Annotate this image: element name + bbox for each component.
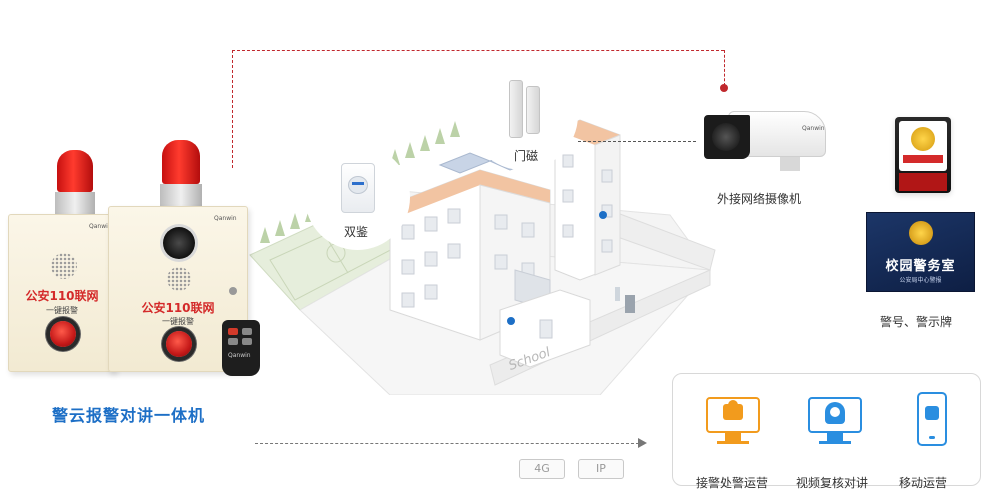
left-alarm-button[interactable] bbox=[50, 321, 76, 347]
door-magnet-bubble bbox=[468, 60, 578, 170]
connector-top-horizontal bbox=[232, 50, 724, 51]
police-office-plate: 校园警务室 公安局中心警报 bbox=[866, 212, 975, 292]
signage-caption: 警号、警示牌 bbox=[880, 315, 953, 329]
dual-sensor-icon bbox=[341, 163, 375, 213]
services-panel: 接警处警运营 视频复核对讲 移动运营 bbox=[672, 373, 981, 490]
service-label: 接警处警运营 bbox=[696, 476, 769, 490]
left-alarm-device: Qanwin 公安110联网 一键报警 bbox=[8, 214, 116, 372]
service-label: 移动运营 bbox=[899, 476, 948, 490]
connector-camera-vertical bbox=[724, 50, 725, 86]
camera-label: 外接网络摄像机 bbox=[717, 192, 802, 206]
connector-magnet-camera bbox=[578, 141, 696, 142]
police-alarm-sign-icon bbox=[895, 117, 951, 193]
left-device-title: 公安110联网 bbox=[25, 289, 99, 303]
police-emblem-icon bbox=[909, 221, 933, 245]
door-magnet-icon bbox=[509, 80, 541, 138]
right-alarm-button[interactable] bbox=[166, 331, 192, 357]
dual-sensor-label: 双鉴 bbox=[344, 225, 369, 239]
campus-illustration bbox=[249, 119, 716, 395]
key-lock-icon bbox=[229, 287, 237, 295]
right-device-title: 公安110联网 bbox=[141, 301, 215, 315]
arrow-head-icon bbox=[638, 438, 647, 448]
camera-brand: Qanwin bbox=[802, 125, 825, 132]
device-caption: 警云报警对讲一体机 bbox=[52, 406, 206, 425]
remote-control-icon: Qanwin bbox=[222, 320, 260, 376]
connector-endpoint-dot bbox=[720, 84, 728, 92]
connector-device-vertical bbox=[232, 50, 233, 168]
tag-4g: 4G bbox=[519, 459, 565, 479]
right-device-brand: Qanwin bbox=[214, 215, 237, 222]
connector-network-arrow bbox=[255, 443, 639, 444]
right-device-subtitle: 一键报警 bbox=[162, 317, 194, 326]
left-speaker-grille bbox=[51, 253, 77, 279]
device-camera-lens-icon bbox=[163, 227, 195, 259]
mobile-operation-phone-icon bbox=[917, 392, 947, 446]
network-camera-icon: Qanwin bbox=[700, 103, 832, 173]
right-alarm-beacon-icon bbox=[160, 140, 202, 210]
plate-subtitle: 公安局中心警报 bbox=[899, 277, 942, 284]
right-speaker-grille bbox=[167, 267, 191, 291]
left-device-subtitle: 一键报警 bbox=[46, 306, 78, 315]
alert-dispatch-monitor-icon bbox=[703, 392, 763, 452]
tag-ip: IP bbox=[578, 459, 624, 479]
service-label: 视频复核对讲 bbox=[796, 476, 869, 490]
video-review-monitor-icon bbox=[805, 392, 865, 452]
plate-title: 校园警务室 bbox=[885, 259, 956, 274]
door-magnet-label: 门磁 bbox=[514, 149, 539, 163]
left-device-brand: Qanwin bbox=[89, 223, 112, 230]
left-alarm-beacon-icon bbox=[55, 150, 95, 218]
remote-brand: Qanwin bbox=[228, 352, 251, 359]
